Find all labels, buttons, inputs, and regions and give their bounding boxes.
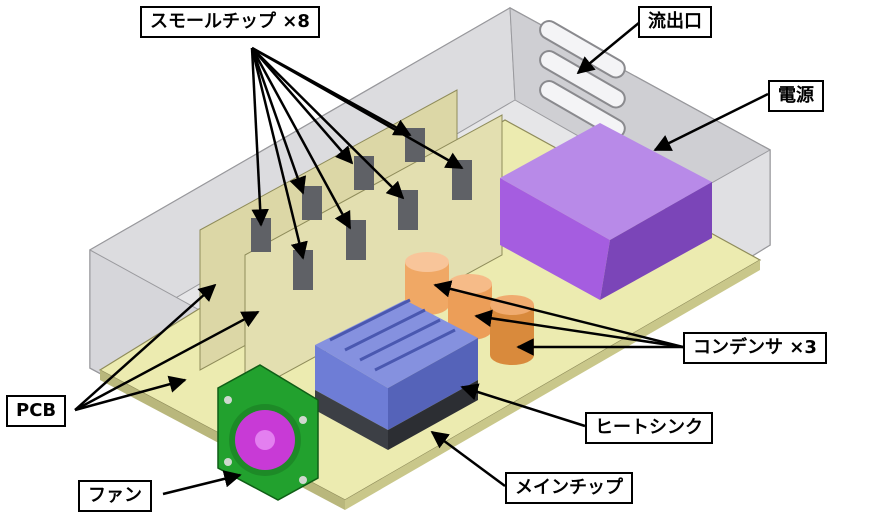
outlet-vents: [539, 20, 626, 139]
label-small-chips: スモールチップ ×8: [140, 6, 320, 38]
label-fan: ファン: [78, 480, 152, 512]
small-chip: [354, 156, 374, 190]
label-main-chip: メインチップ: [505, 472, 633, 504]
power-supply-block: [500, 123, 712, 300]
heat-sink-block: [315, 298, 478, 450]
leader-lines: [74, 21, 769, 496]
label-power-supply: 電源: [768, 80, 824, 112]
small-chip: [346, 220, 366, 260]
small-chip: [293, 250, 313, 290]
small-chip: [398, 190, 418, 230]
small-chip: [452, 160, 472, 200]
memory-cards: [199, 89, 503, 396]
label-heat-sink: ヒートシンク: [585, 412, 713, 444]
label-pcb: PCB: [6, 395, 67, 427]
small-chip: [405, 128, 425, 162]
label-outlet: 流出口: [638, 6, 712, 38]
label-capacitors: コンデンサ ×3: [683, 332, 827, 364]
small-chip: [302, 186, 322, 220]
fan-unit: [217, 364, 319, 501]
